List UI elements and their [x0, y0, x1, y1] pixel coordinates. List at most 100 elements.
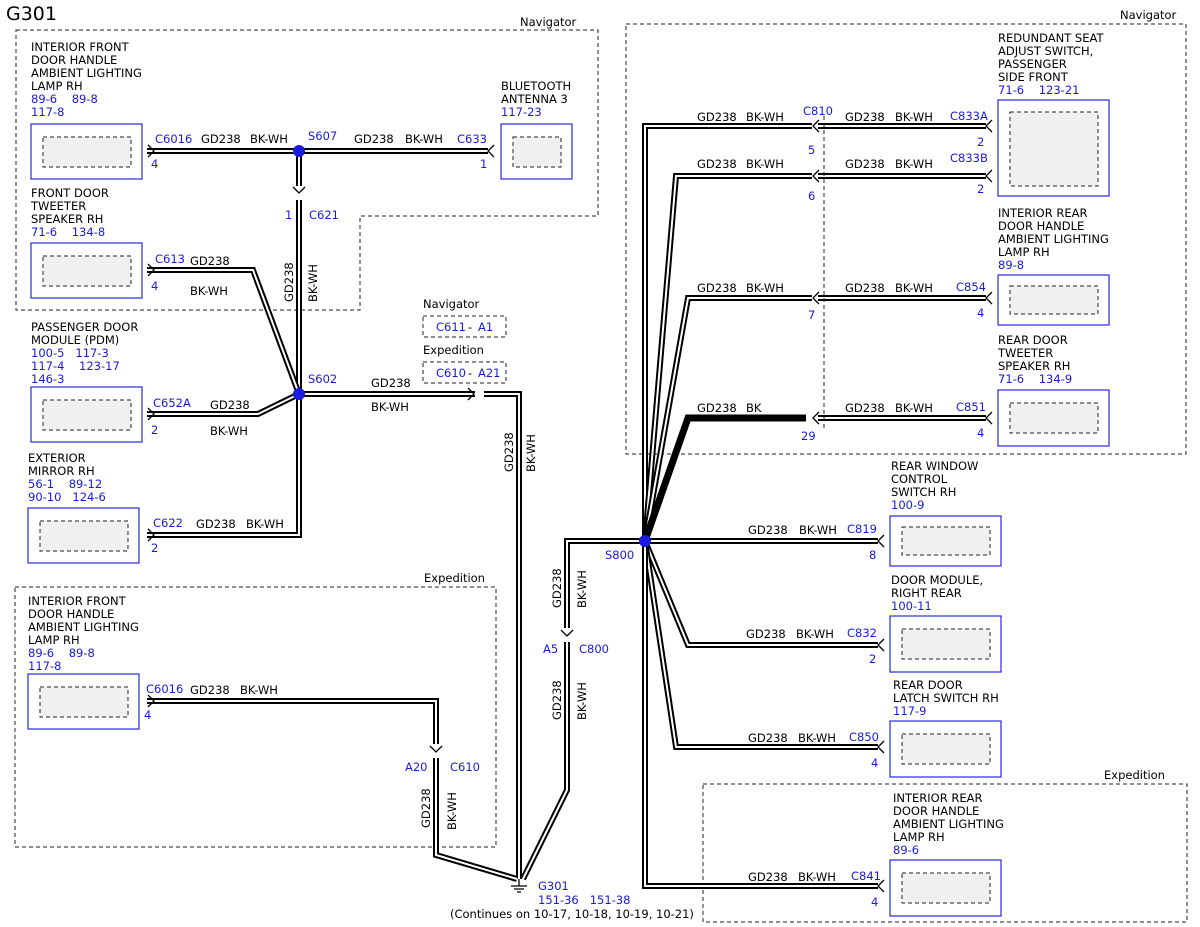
- page-ref: 100-9: [891, 498, 924, 512]
- component-int-front-handle-nav: INTERIOR FRONT DOOR HANDLE AMBIENT LIGHT…: [31, 40, 192, 171]
- page-ref: 100-11: [891, 599, 932, 613]
- pin-number: 2: [151, 423, 158, 437]
- page-ref: 89-6 89-8: [31, 92, 98, 106]
- component-name-line: SIDE FRONT: [998, 70, 1069, 84]
- wire-color-label: BK-WH: [798, 731, 836, 745]
- page-ref: 100-5 117-3: [31, 346, 109, 360]
- wire-color-label: BK-WH: [240, 683, 278, 697]
- component-name-line: TWEETER: [997, 346, 1053, 360]
- wire-color-label: BK-WH: [895, 401, 933, 415]
- region-navigator-left: Navigator: [15, 15, 599, 311]
- pin-number: 4: [977, 306, 984, 320]
- splice-s602: [293, 388, 305, 400]
- component-name-line: FRONT DOOR: [31, 186, 109, 200]
- splice-label: S607: [308, 129, 337, 143]
- wire-circuit-label: GD238: [354, 132, 394, 146]
- wire-color-label: BK-WH: [796, 627, 834, 641]
- wire-color-label: BK-WH: [799, 523, 837, 537]
- wire-labels-vertical: GD238 BK-WH GD238 BK-WH GD238 BK-WH GD23…: [282, 262, 589, 830]
- wire-circuit-label: GD238: [201, 132, 241, 146]
- wire-color-label: BK-WH: [746, 157, 784, 171]
- wire-color-label: BK-WH: [246, 517, 284, 531]
- wire-color-label: BK-WH: [306, 264, 320, 302]
- page-ref: 89-6: [893, 843, 919, 857]
- wire-color-label: BK-WH: [250, 132, 288, 146]
- component-name-line: DOOR HANDLE: [28, 607, 114, 621]
- wire-circuit-label: GD238: [748, 731, 788, 745]
- component-name-line: AMBIENT LIGHTING: [31, 66, 142, 80]
- wire-color-label: BK-WH: [895, 157, 933, 171]
- component-rear-latch: REAR DOOR LATCH SWITCH RH 117-9 C850 4: [849, 678, 999, 770]
- pin-number: 2: [151, 541, 158, 555]
- pin-number: 1: [480, 157, 487, 171]
- pin-number: 2: [977, 182, 984, 196]
- page-ref: 71-6 123-21: [998, 83, 1079, 97]
- wire-circuit-label: GD238: [282, 262, 296, 302]
- page-ref: 89-8: [998, 258, 1024, 272]
- connector-label: C854: [956, 280, 986, 294]
- pin-number: A5: [543, 642, 558, 656]
- component-name-line: BLUETOOTH: [501, 79, 571, 93]
- connector-label: C832: [847, 626, 877, 640]
- connector-label: C610: [450, 760, 480, 774]
- component-mirror: EXTERIOR MIRROR RH 56-1 89-12 90-10 124-…: [28, 451, 183, 555]
- ground-label: G301: [538, 879, 569, 893]
- component-int-rear-handle-nav: INTERIOR REAR DOOR HANDLE AMBIENT LIGHTI…: [956, 206, 1109, 320]
- wire-color-label: BK-WH: [575, 682, 589, 720]
- component-name-line: INTERIOR FRONT: [31, 40, 130, 54]
- wire-circuit-label: GD238: [196, 517, 236, 531]
- page-ref: 71-6 134-8: [31, 225, 105, 239]
- pin-number: A21: [478, 366, 501, 380]
- variant-legend: Navigator C611 - A1 Expedition C610 - A2…: [422, 297, 507, 384]
- wire-color-label: BK-WH: [445, 792, 459, 830]
- pin-number: 8: [869, 548, 876, 562]
- page-ref: 117-8: [31, 105, 64, 119]
- page-ref: 151-36 151-38: [538, 893, 630, 907]
- component-name-line: AMBIENT LIGHTING: [893, 817, 1004, 831]
- component-int-rear-handle-exp: INTERIOR REAR DOOR HANDLE AMBIENT LIGHTI…: [851, 791, 1004, 909]
- wire-harness: [147, 123, 986, 893]
- page-title: G301: [6, 3, 57, 25]
- variant-label: Navigator: [423, 297, 480, 311]
- component-tweeter-front: FRONT DOOR TWEETER SPEAKER RH 71-6 134-8…: [30, 186, 185, 293]
- wire-circuit-label: GD238: [502, 432, 516, 472]
- page-ref: 90-10 124-6: [28, 490, 106, 504]
- connector-label: C833B: [950, 151, 988, 165]
- splice-s800: [639, 535, 651, 547]
- component-name-line: TWEETER: [30, 199, 86, 213]
- connector-label: C6016: [155, 132, 192, 146]
- wire-color-label: BK-WH: [190, 284, 228, 298]
- splice-s607: [293, 145, 305, 157]
- wire-circuit-label: GD238: [210, 398, 250, 412]
- component-name-line: RIGHT REAR: [891, 586, 962, 600]
- component-name-line: ANTENNA 3: [501, 92, 568, 106]
- region-label: Navigator: [520, 15, 577, 29]
- inline-connector-c621: 1 C621: [285, 208, 339, 222]
- pin-number: 4: [977, 426, 984, 440]
- page-ref: 117-23: [501, 105, 542, 119]
- wire-circuit-label: GD238: [845, 110, 885, 124]
- wire-color-label: BK-WH: [575, 570, 589, 608]
- wire-circuit-label: GD238: [845, 281, 885, 295]
- page-ref: 71-6 134-9: [998, 372, 1072, 386]
- component-name-line: LAMP RH: [998, 245, 1050, 259]
- component-boxes: [27, 99, 1110, 917]
- connector-label: C841: [851, 869, 881, 883]
- connector-label: C633: [457, 132, 487, 146]
- component-door-module-rear: DOOR MODULE, RIGHT REAR 100-11 C832 2: [847, 573, 983, 666]
- separator: -: [468, 366, 472, 380]
- component-name-line: PASSENGER DOOR: [31, 320, 138, 334]
- component-name-line: SWITCH RH: [891, 485, 956, 499]
- component-name-line: CONTROL: [891, 472, 948, 486]
- component-pdm: PASSENGER DOOR MODULE (PDM) 100-5 117-3 …: [31, 320, 191, 437]
- wire-circuit-label: GD238: [845, 401, 885, 415]
- connector-label: C851: [956, 400, 986, 414]
- region-navigator-right: Navigator: [625, 8, 1187, 455]
- component-name-line: INTERIOR REAR: [998, 206, 1087, 220]
- connector-label: C819: [847, 522, 877, 536]
- wire-color-label: BK-WH: [746, 281, 784, 295]
- component-tweeter-rear: REAR DOOR TWEETER SPEAKER RH 71-6 134-9 …: [956, 333, 1072, 440]
- wire-circuit-label: GD238: [697, 157, 737, 171]
- wire-color-label: BK: [746, 401, 762, 415]
- pin-symbols: [147, 119, 993, 893]
